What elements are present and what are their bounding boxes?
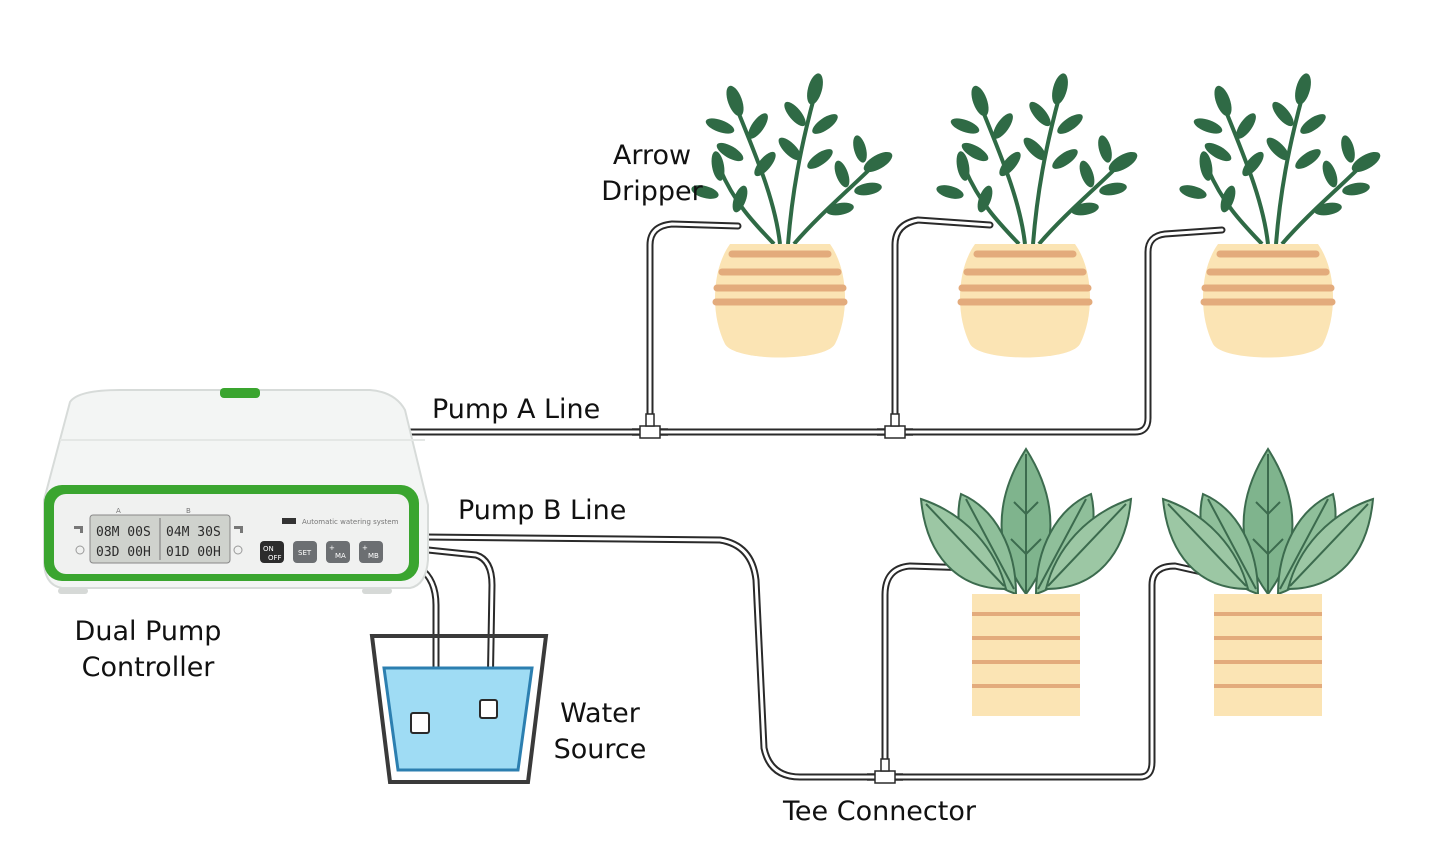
ma-button[interactable]: + MA xyxy=(326,541,350,563)
svg-text:+: + xyxy=(329,544,335,552)
leaf-icon xyxy=(920,448,1132,595)
plant-b1 xyxy=(920,448,1132,718)
plant-a2 xyxy=(932,69,1143,358)
mb-button[interactable]: + MB xyxy=(359,541,383,563)
faucet-icon xyxy=(74,526,243,533)
set-button[interactable]: SET xyxy=(293,541,317,563)
svg-text:ON: ON xyxy=(263,545,274,553)
svg-text:MA: MA xyxy=(335,552,346,560)
tee-connector-b1 xyxy=(866,758,904,784)
leaf-icon xyxy=(687,69,898,246)
channel-a-label: A xyxy=(116,507,121,515)
leaf-icon xyxy=(1175,69,1386,246)
pump-a-line-label: Pump A Line xyxy=(432,394,601,425)
plant-b2 xyxy=(1162,448,1374,718)
plant-a1 xyxy=(687,69,898,358)
svg-text:+: + xyxy=(362,544,368,552)
tee-connector-a1 xyxy=(631,413,669,439)
lcd-b-row1: 04M 30S xyxy=(166,525,221,540)
water-source-label: Water Source xyxy=(553,698,647,765)
svg-text:MB: MB xyxy=(368,552,379,560)
lcd-a-row1: 08M 00S xyxy=(96,525,151,540)
pump-b-line-label: Pump B Line xyxy=(458,495,627,526)
lcd-a-row2: 03D 00H xyxy=(96,545,151,560)
plant-a3 xyxy=(1175,69,1386,358)
arrow-dripper-label: Arrow Dripper xyxy=(601,140,703,207)
svg-text:SET: SET xyxy=(298,549,312,557)
lcd-b-row2: 01D 00H xyxy=(166,545,221,560)
leaf-icon xyxy=(932,69,1143,246)
on-off-button[interactable]: ON OFF xyxy=(260,541,284,563)
tee-connector-label: Tee Connector xyxy=(783,796,976,827)
brand-text: Automatic watering system xyxy=(302,518,399,526)
channel-b-label: B xyxy=(186,507,191,515)
clock-icon xyxy=(75,545,243,555)
svg-text:OFF: OFF xyxy=(268,554,282,562)
pump-controller: A B 08M 00S 03D 00H 04M 30S 01D 00H Auto… xyxy=(43,388,429,594)
water-container xyxy=(369,634,549,784)
tee-connector-a2 xyxy=(876,413,914,439)
controller-label: Dual Pump Controller xyxy=(74,616,222,683)
brand-logo xyxy=(282,518,296,524)
